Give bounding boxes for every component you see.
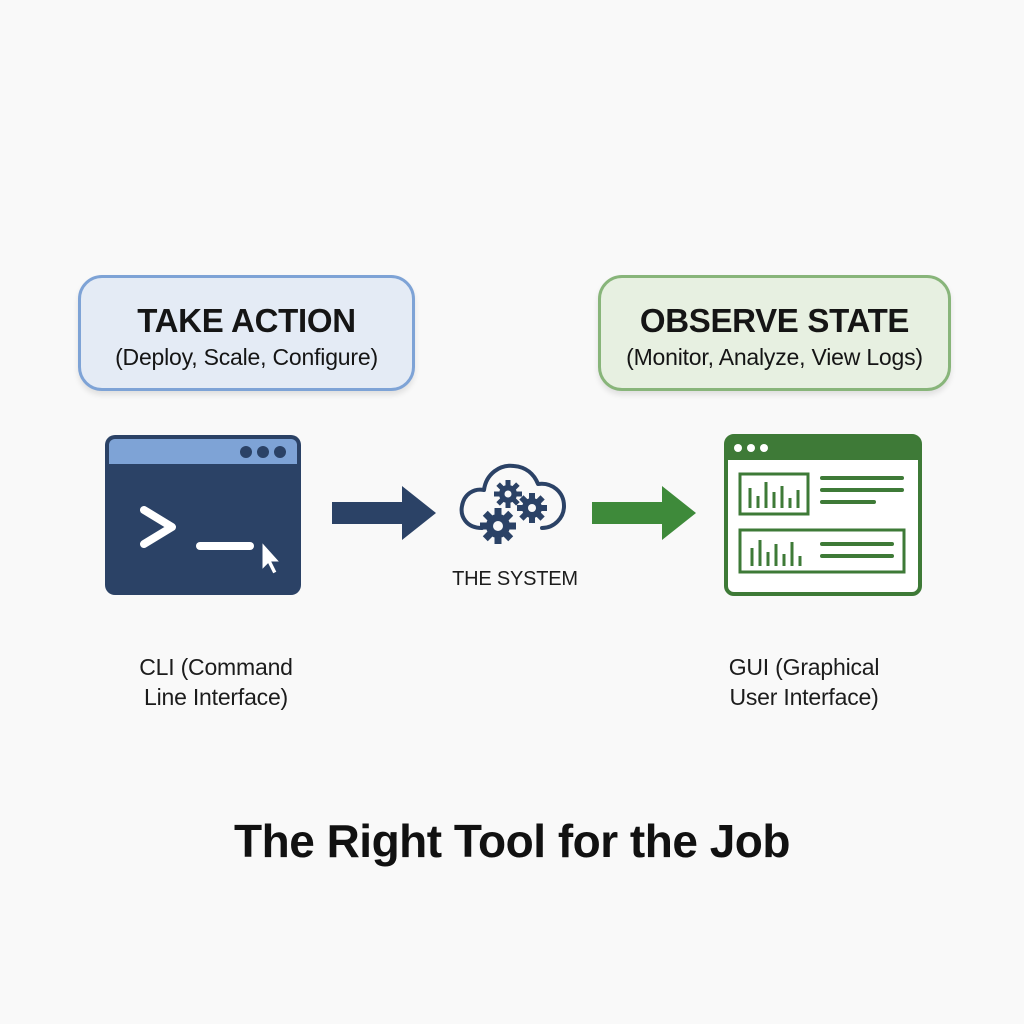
observe-state-subtitle: (Monitor, Analyze, View Logs) xyxy=(626,344,923,370)
cli-caption-line2: Line Interface) xyxy=(143,684,289,710)
take-action-box: TAKE ACTION (Deploy, Scale, Configure) xyxy=(78,275,415,391)
footer-title: The Right Tool for the Job xyxy=(234,815,790,867)
system-label: THE SYSTEM xyxy=(452,568,578,590)
arrow-right-icon xyxy=(592,486,696,540)
observe-state-title: OBSERVE STATE xyxy=(639,302,910,339)
cli-caption: CLI (Command Line Interface) xyxy=(96,652,336,712)
arrow-right-icon xyxy=(332,486,436,540)
take-action-subtitle: (Deploy, Scale, Configure) xyxy=(115,344,378,370)
gui-caption-line1: GUI (Graphical xyxy=(728,654,880,680)
dashboard-window-icon xyxy=(724,434,922,596)
gui-caption: GUI (Graphical User Interface) xyxy=(684,652,924,712)
gui-caption-line2: User Interface) xyxy=(729,684,879,710)
cli-caption-line1: CLI (Command xyxy=(139,654,293,680)
observe-state-box: OBSERVE STATE (Monitor, Analyze, View Lo… xyxy=(598,275,951,391)
cloud-gears-icon xyxy=(459,463,566,544)
take-action-title: TAKE ACTION xyxy=(137,302,356,339)
terminal-window-icon xyxy=(105,435,301,595)
